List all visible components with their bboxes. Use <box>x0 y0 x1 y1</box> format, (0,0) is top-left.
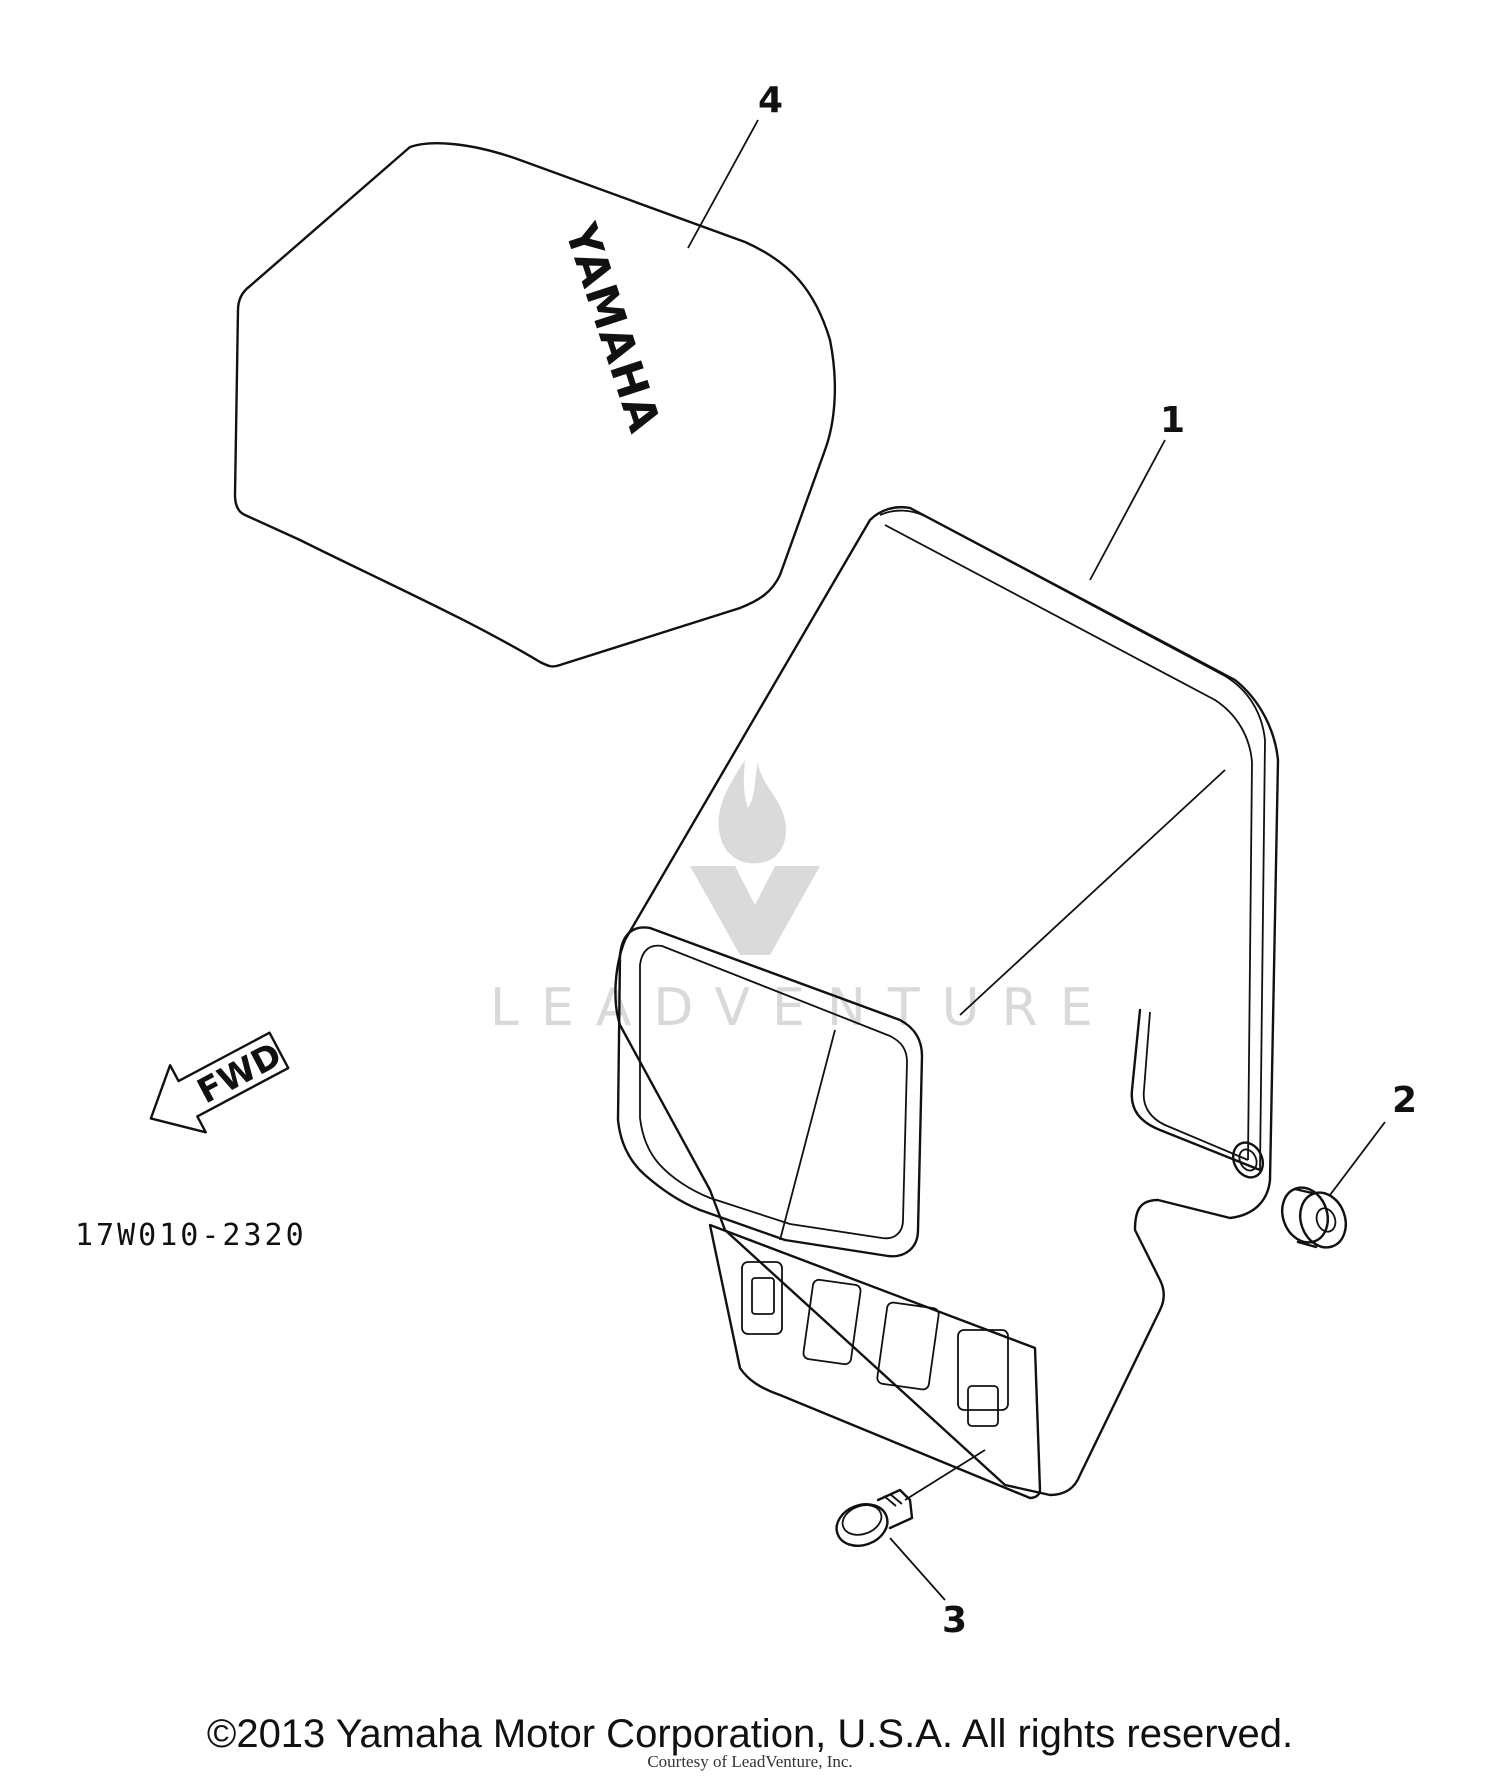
callout-part-1: 1 <box>1160 400 1185 441</box>
courtesy-text: Courtesy of LeadVenture, Inc. <box>647 1752 853 1771</box>
leader-lines <box>687 119 1386 1601</box>
diagram-code: 17W010-2320 <box>75 1218 307 1253</box>
part-2-grommet <box>1281 1186 1347 1249</box>
fwd-arrow-icon: FWD <box>149 1031 290 1134</box>
callout-part-3: 3 <box>942 1600 967 1641</box>
callout-part-4: 4 <box>758 80 783 121</box>
callout-part-2: 2 <box>1392 1080 1417 1121</box>
watermark: LEADVENTURE <box>490 760 1115 1038</box>
part-3-screw <box>835 1488 914 1547</box>
watermark-text: LEADVENTURE <box>490 978 1115 1038</box>
flame-v-logo-icon <box>690 760 820 955</box>
grille-slots <box>741 1261 1009 1427</box>
part-1-headlight-cover <box>614 506 1280 1500</box>
part-4-decal: YAMAHA <box>233 142 837 668</box>
copyright-notice: ©2013 Yamaha Motor Corporation, U.S.A. A… <box>206 1712 1294 1756</box>
fwd-label: FWD <box>191 1035 288 1112</box>
decal-brand-text: YAMAHA <box>554 217 670 440</box>
